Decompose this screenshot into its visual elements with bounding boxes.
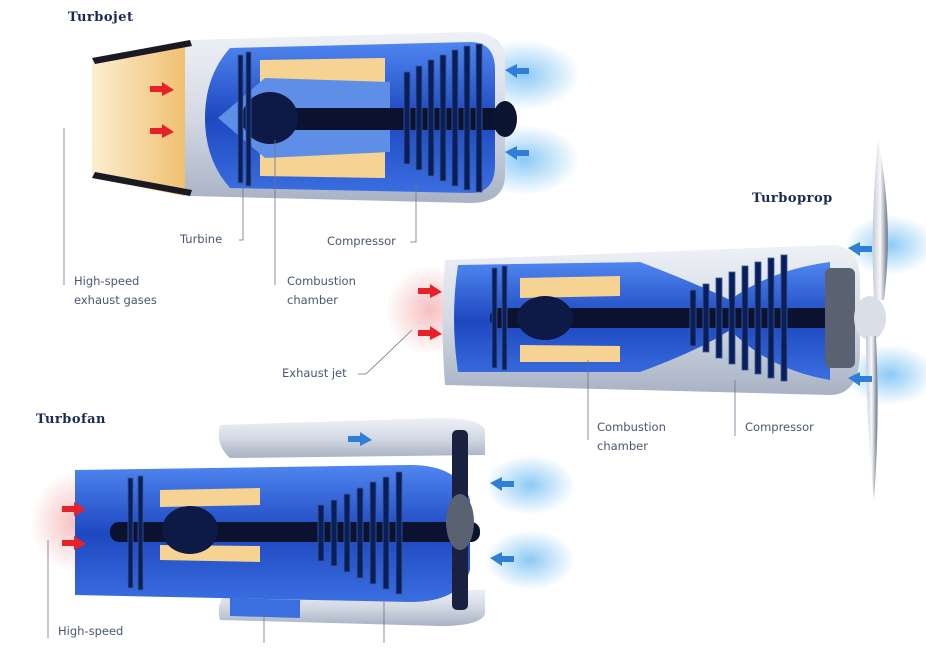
turbojet-turbine-label: Turbine (180, 230, 222, 249)
turbojet-compressor-label: Compressor (327, 232, 396, 251)
turbofan-title: Turbofan (36, 412, 106, 427)
turboprop-exhaust-jet-label: Exhaust jet (282, 364, 347, 383)
turbojet-combustion-label: Combustion chamber (287, 272, 377, 310)
turbojet-exhaust-label: High-speed exhaust gases (74, 272, 174, 310)
turbofan-engine (30, 418, 575, 626)
turboprop-compressor-label: Compressor (745, 418, 814, 437)
turbofan-exhaust-label: High-speed (58, 622, 123, 641)
turboprop-combustion-label: Combustion chamber (597, 418, 687, 456)
turbojet-title: Turbojet (68, 10, 134, 25)
turbojet-engine (92, 32, 580, 203)
turboprop-title: Turboprop (752, 191, 833, 206)
